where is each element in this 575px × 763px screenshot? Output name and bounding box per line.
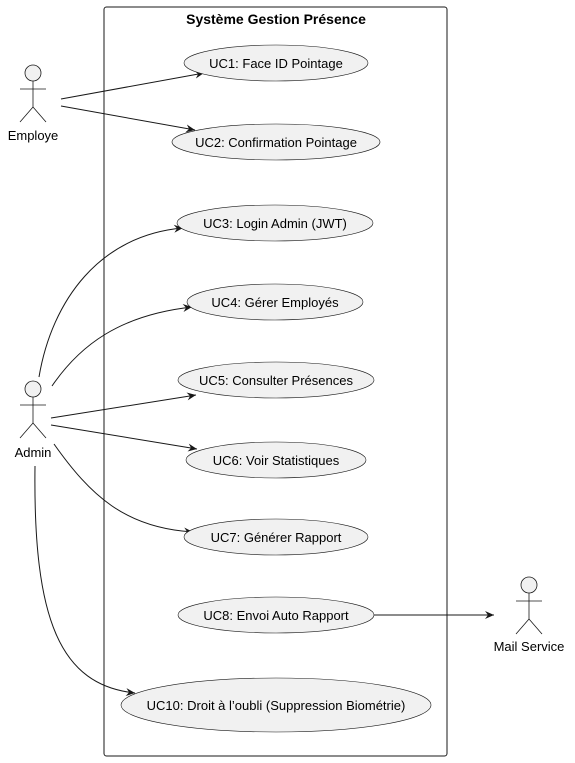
use-case-uc6: UC6: Voir Statistiques [185, 441, 367, 479]
edge-admin-uc10 [34, 465, 136, 697]
use-case-label: UC5: Consulter Présences [199, 373, 353, 388]
actor-stick-figure-icon [19, 64, 47, 123]
use-case-label: UC8: Envoi Auto Rapport [203, 608, 349, 623]
use-case-uc3: UC3: Login Admin (JWT) [176, 204, 374, 242]
edge-admin-uc5 [50, 392, 197, 419]
actor-mail-service: Mail Service [494, 576, 565, 654]
use-case-label: UC10: Droit à l’oubli (Suppression Biomé… [147, 698, 406, 713]
edge-employe-uc1 [60, 70, 205, 100]
use-case-label: UC6: Voir Statistiques [213, 453, 340, 468]
edge-admin-uc4 [51, 304, 193, 387]
use-case-label: UC3: Login Admin (JWT) [203, 216, 347, 231]
use-case-uc8: UC8: Envoi Auto Rapport [177, 596, 375, 634]
edge-employe-uc2 [60, 105, 196, 133]
use-case-ellipse [186, 283, 364, 321]
actor-label: Mail Service [494, 639, 565, 654]
use-case-label: UC4: Gérer Employés [211, 295, 339, 310]
use-case-label: UC2: Confirmation Pointage [195, 135, 357, 150]
actor-admin: Admin [15, 380, 52, 460]
use-case-ellipse [185, 441, 367, 479]
actor-label: Admin [15, 445, 52, 460]
use-case-label: UC7: Générer Rapport [211, 530, 342, 545]
actor-stick-figure-icon [19, 380, 47, 439]
use-case-uc5: UC5: Consulter Présences [177, 361, 375, 399]
use-case-uc10: UC10: Droit à l’oubli (Suppression Biomé… [120, 677, 432, 733]
relations [34, 70, 494, 697]
edge-admin-uc6 [50, 424, 198, 452]
use-case-uc2: UC2: Confirmation Pointage [171, 123, 381, 161]
actor-label: Employe [8, 128, 59, 143]
use-case-ellipse [183, 518, 369, 556]
edge-admin-uc3 [38, 224, 184, 378]
use-case-ellipse [120, 677, 432, 733]
actor-employe: Employe [8, 64, 59, 143]
use-case-ellipse [176, 204, 374, 242]
use-case-label: UC1: Face ID Pointage [209, 56, 343, 71]
use-case-ellipse [183, 44, 369, 82]
edge-admin-uc7 [53, 443, 194, 536]
use-case-ellipse [177, 596, 375, 634]
use-case-uc4: UC4: Gérer Employés [186, 283, 364, 321]
use-case-ellipse [171, 123, 381, 161]
system-title: Système Gestion Présence [186, 11, 366, 27]
use-case-uc1: UC1: Face ID Pointage [183, 44, 369, 82]
use-case-ellipse [177, 361, 375, 399]
actor-stick-figure-icon [515, 576, 543, 635]
use-case-uc7: UC7: Générer Rapport [183, 518, 369, 556]
